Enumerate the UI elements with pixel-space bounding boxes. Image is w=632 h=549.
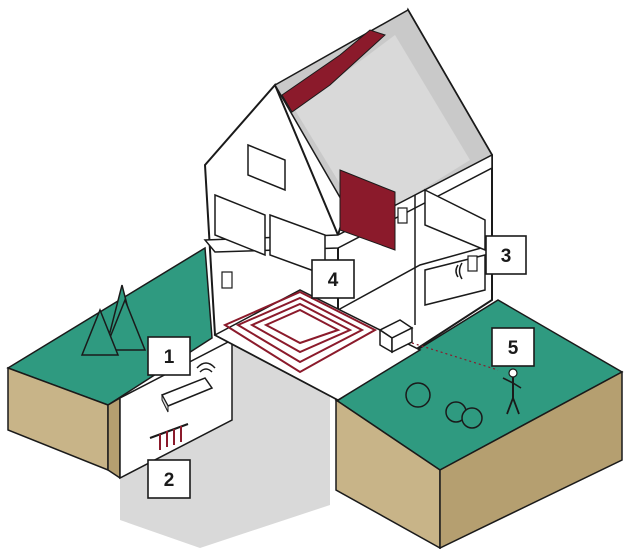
person-icon <box>502 368 522 415</box>
heat-pump-icon <box>160 377 214 413</box>
marker-1-label: 1 <box>164 347 175 368</box>
marker-1: 1 <box>147 336 191 376</box>
boiler-icon <box>378 319 414 354</box>
garage-wall <box>119 338 233 480</box>
marker-5: 5 <box>491 327 535 367</box>
marker-3-label: 3 <box>501 246 512 267</box>
marker-4-label: 4 <box>328 270 339 291</box>
manifold-icon <box>149 423 189 450</box>
marker-2: 2 <box>147 459 191 499</box>
house <box>203 7 494 402</box>
underfloor-heating-icon <box>222 290 378 374</box>
wifi-signal-icon <box>196 262 463 373</box>
marker-3: 3 <box>485 235 527 275</box>
thermostat-icon <box>221 207 478 289</box>
signal-line <box>411 342 499 371</box>
shrub-icon <box>405 382 483 429</box>
ground-right <box>334 299 624 549</box>
marker-2-label: 2 <box>164 470 175 491</box>
marker-5-label: 5 <box>508 338 519 359</box>
tree-icon <box>80 284 147 356</box>
marker-4: 4 <box>311 259 355 299</box>
